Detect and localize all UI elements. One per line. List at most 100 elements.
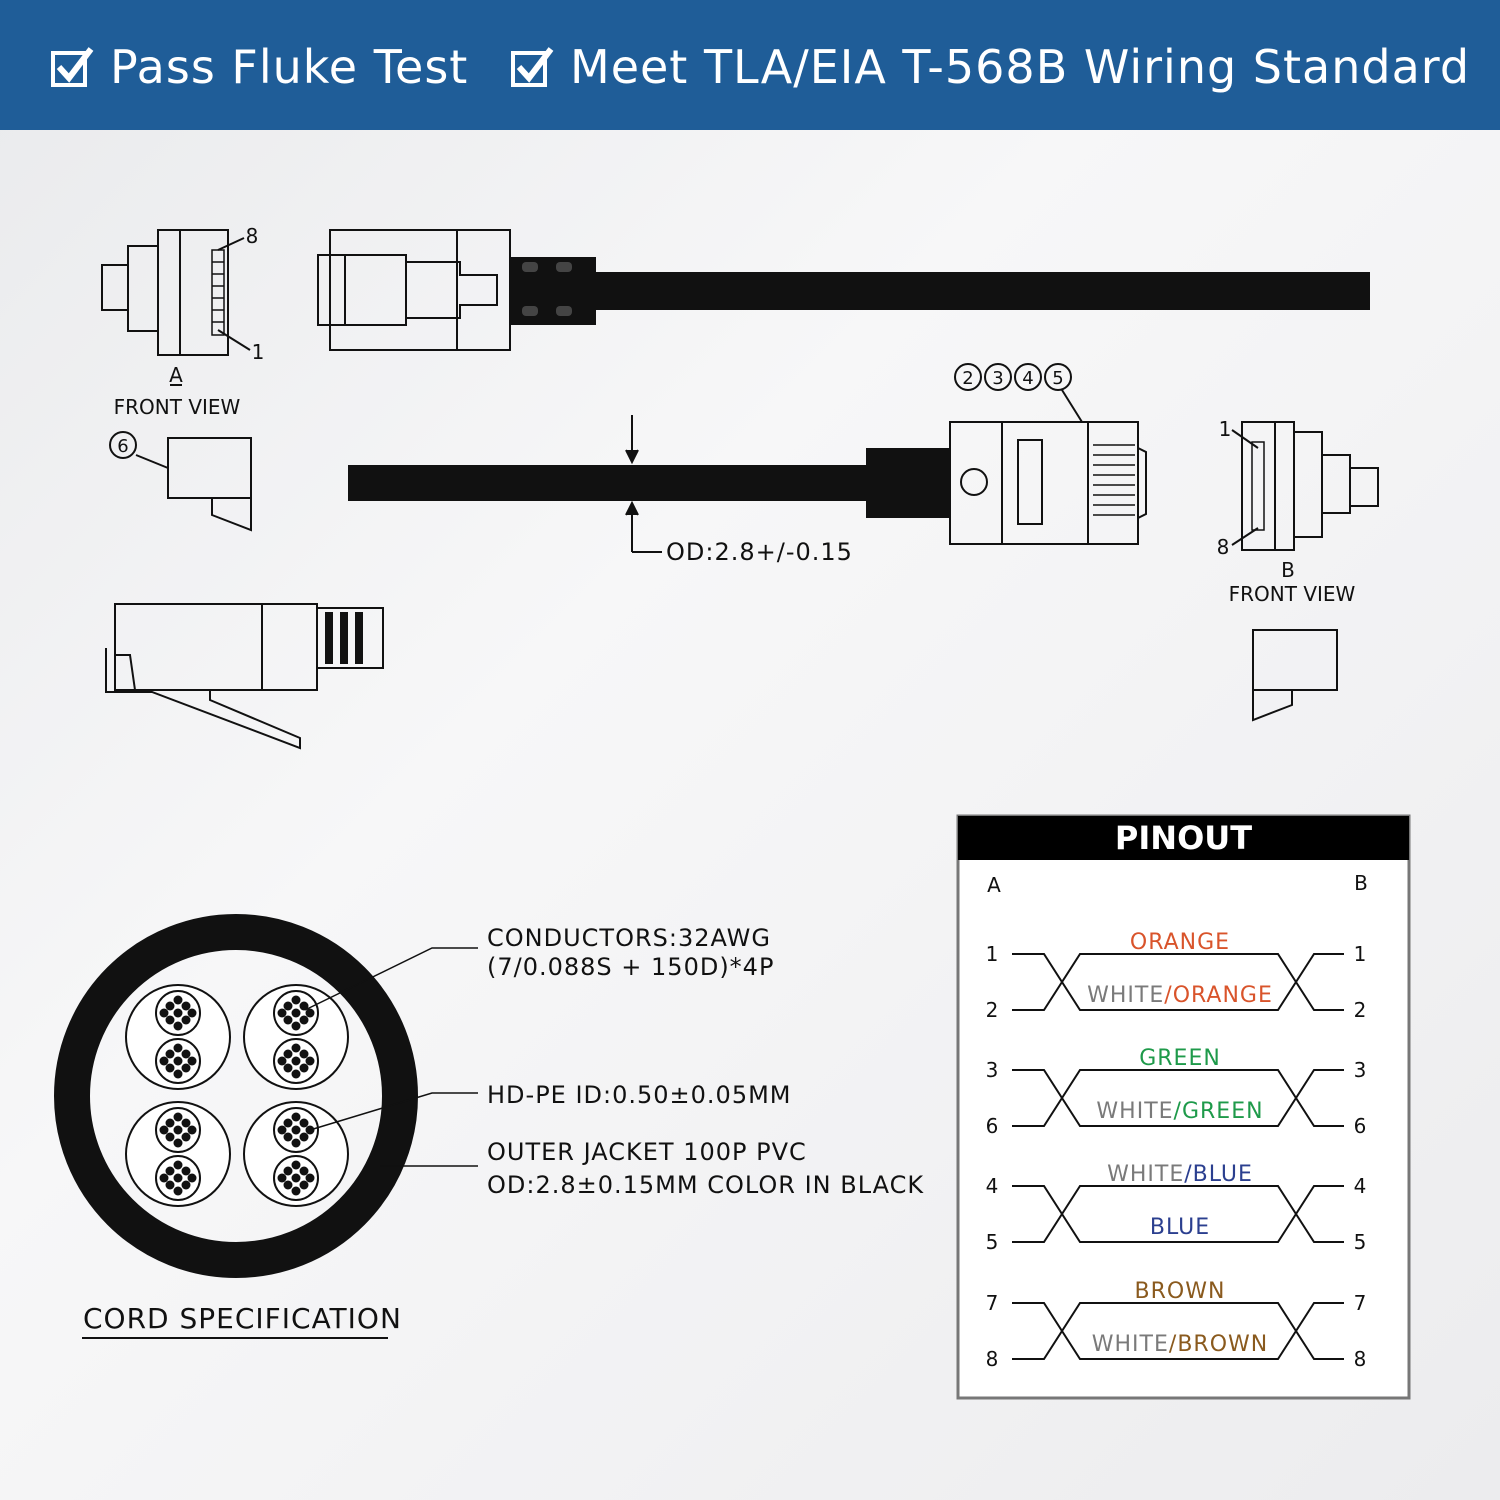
twisted-pair (243, 1101, 349, 1207)
callout-number: 6 (117, 436, 128, 457)
plug-side-view (105, 603, 384, 750)
connector-a-view-label: FRONT VIEW (114, 395, 241, 419)
conductor-strand (187, 1008, 197, 1018)
color-label: ORANGE (1173, 983, 1273, 1008)
pin-number-a: 5 (986, 1230, 999, 1254)
conductor-strand (291, 1125, 301, 1135)
conductor-strand (299, 1001, 309, 1011)
twisted-pair (125, 1101, 231, 1207)
pair-inner-label: BLUE (1150, 1215, 1210, 1240)
conductor-strand (181, 1001, 191, 1011)
pin-label: 8 (246, 224, 259, 248)
conductor-strand (291, 1021, 301, 1031)
conductor-strand (173, 1160, 183, 1170)
pin-number-b: 7 (1354, 1291, 1367, 1315)
pair-wire-crossover (1012, 953, 1344, 1011)
conductor-strand (187, 1173, 197, 1183)
conductor-strand (305, 1173, 315, 1183)
cable-jacket-top (596, 272, 1370, 310)
pin-label: 1 (1219, 417, 1232, 441)
header-banner: Pass Fluke Test Meet TLA/EIA T-568B Wiri… (0, 0, 1500, 130)
callout-number: 2 (962, 368, 973, 389)
pair-top-label: GREEN (1139, 1046, 1221, 1071)
conductor-strand (291, 1008, 301, 1018)
conductor-strand (173, 1125, 183, 1135)
conductor-strand (291, 995, 301, 1005)
conductor-strand (299, 1180, 309, 1190)
pair-wire-crossover (1012, 1069, 1344, 1127)
pin-number-b: 1 (1354, 942, 1367, 966)
color-label: BROWN (1135, 1279, 1226, 1304)
conductor-strand (291, 1138, 301, 1148)
badge-label: Meet TLA/EIA T-568B Wiring Standard (570, 40, 1471, 94)
pair-top-label: BROWN (1135, 1279, 1226, 1304)
conductor-strand (165, 1180, 175, 1190)
strain-relief-middle (866, 448, 950, 518)
callout-number: 3 (992, 368, 1003, 389)
conductor-strand (181, 1049, 191, 1059)
conductor-strand (299, 1015, 309, 1025)
connector-b-label: B (1281, 558, 1295, 582)
twisted-pair (125, 984, 231, 1090)
checkbox-checked-icon (511, 47, 554, 87)
badge-label: Pass Fluke Test (110, 40, 469, 94)
color-label: GREEN (1182, 1099, 1264, 1124)
twisted-pair (243, 984, 349, 1090)
conductor-strand (173, 995, 183, 1005)
separator: / (1174, 1099, 1182, 1124)
conductor-strand (283, 1180, 293, 1190)
conductor-strand (299, 1166, 309, 1176)
spec-insulation: HD-PE ID:0.50±0.05MM (487, 1081, 792, 1109)
conductor-strand (305, 1008, 315, 1018)
conductor-strand (283, 1001, 293, 1011)
badge-fluke-test: Pass Fluke Test (50, 40, 468, 94)
cable-jacket-middle (348, 465, 868, 501)
cord-spec-title: CORD SPECIFICATION (83, 1302, 402, 1335)
pin-number-a: 2 (986, 998, 999, 1022)
pin-number-a: 3 (986, 1058, 999, 1082)
color-label: BLUE (1193, 1162, 1253, 1187)
color-label: ORANGE (1130, 930, 1230, 955)
conductor-strand (277, 1173, 287, 1183)
pin-number-a: 6 (986, 1114, 999, 1138)
pin-label: 1 (252, 340, 265, 364)
conductor-strand (173, 1186, 183, 1196)
conductor-strand (291, 1056, 301, 1066)
conductor-strand (165, 1132, 175, 1142)
pair-top-label: WHITE/BLUE (1107, 1162, 1253, 1187)
conductor-strand (159, 1056, 169, 1066)
cord-cross-section (54, 914, 418, 1278)
spec-leader-lines (304, 947, 478, 1167)
color-label: BROWN (1177, 1332, 1268, 1357)
pair-top-label: ORANGE (1130, 930, 1230, 955)
conductor-strand (305, 1056, 315, 1066)
conductor-strand (173, 1043, 183, 1053)
conductor-strand (181, 1166, 191, 1176)
spec-jacket-od: OD:2.8±0.15MM COLOR IN BLACK (487, 1171, 924, 1199)
pin-label: 8 (1217, 535, 1230, 559)
cable-top (317, 229, 511, 351)
conductor-strand (181, 1015, 191, 1025)
connector-b-side (625, 363, 1147, 553)
conductor-strand (187, 1056, 197, 1066)
pinout-side-b: B (1354, 871, 1368, 895)
outer-jacket (54, 914, 418, 1278)
checkbox-checked-icon (51, 47, 94, 87)
conductor-strand (165, 1001, 175, 1011)
conductor-strand (283, 1118, 293, 1128)
conductor-strand (181, 1180, 191, 1190)
conductor-strand (277, 1125, 287, 1135)
connector-b-view-label: FRONT VIEW (1229, 582, 1356, 606)
callout-number: 4 (1022, 368, 1033, 389)
pin-number-b: 3 (1354, 1058, 1367, 1082)
conductor-strand (299, 1132, 309, 1142)
conductor-strand (277, 1056, 287, 1066)
conductor-strand (165, 1063, 175, 1073)
conductor-strand (181, 1118, 191, 1128)
conductor-strand (291, 1160, 301, 1170)
pin-number-b: 6 (1354, 1114, 1367, 1138)
pair-wire-crossover (1012, 1185, 1344, 1243)
pair-inner-label: WHITE/ORANGE (1087, 983, 1273, 1008)
conductor-strand (283, 1063, 293, 1073)
